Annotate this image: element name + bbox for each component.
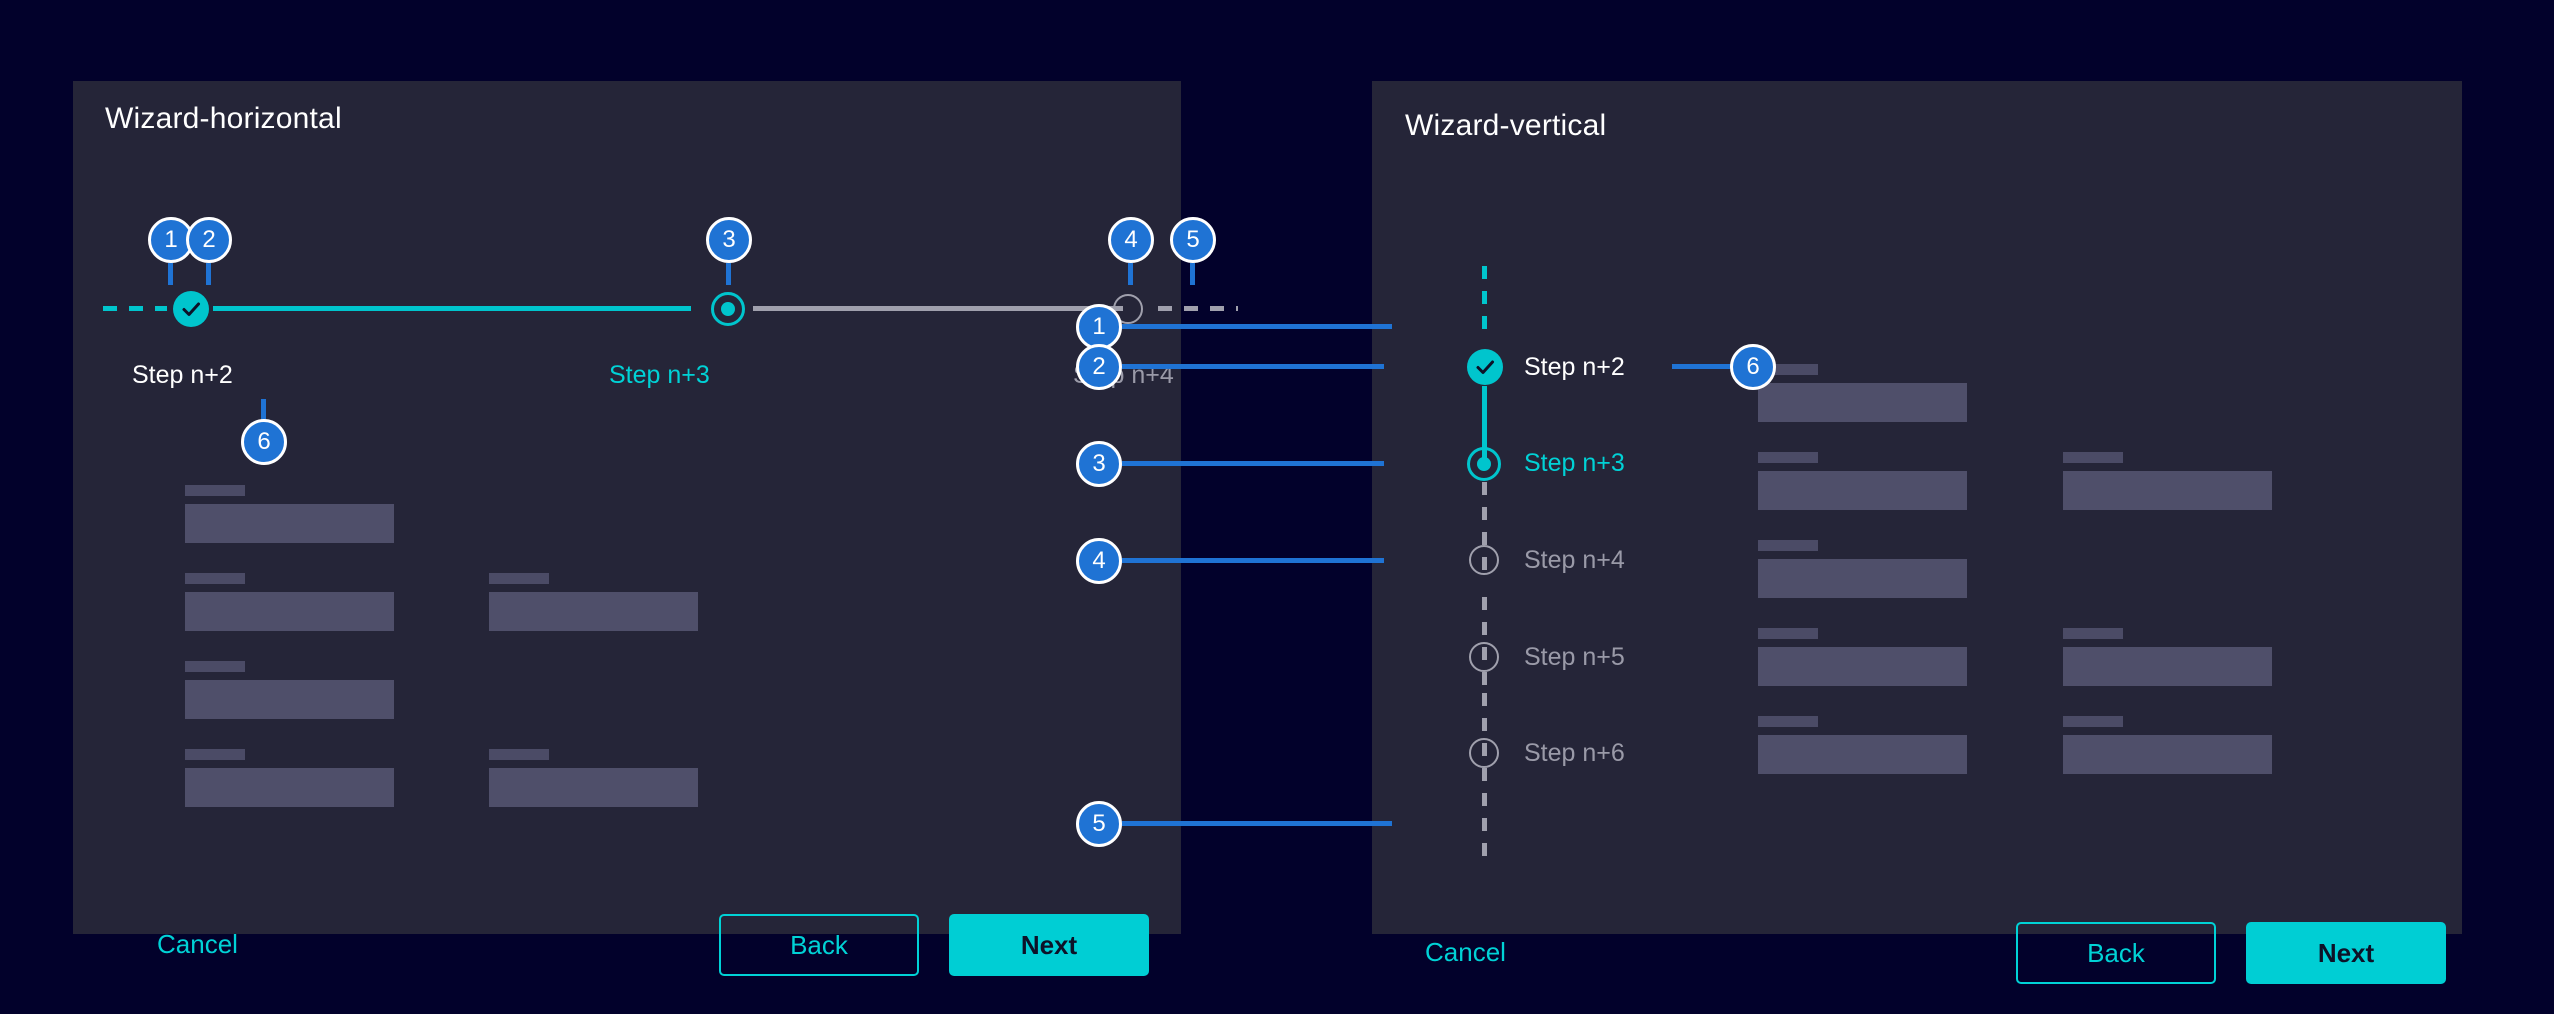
step-node-upcoming-1[interactable]: [1469, 545, 1499, 575]
field-label-skeleton: [1758, 364, 1818, 375]
field-input-skeleton[interactable]: [2063, 735, 2272, 774]
field-label-skeleton: [2063, 628, 2123, 639]
marker-stem-4: [1128, 263, 1133, 285]
field-input-skeleton[interactable]: [1758, 559, 1967, 598]
stepper-track-trail-dashed: [1158, 306, 1238, 311]
field-input-skeleton[interactable]: [2063, 647, 2272, 686]
field-input-skeleton[interactable]: [185, 504, 394, 543]
cancel-button[interactable]: Cancel: [157, 929, 238, 959]
step-label-4[interactable]: Step n+5: [1524, 643, 1625, 671]
field-label-skeleton: [1758, 540, 1818, 551]
callout-marker-3[interactable]: 3: [706, 217, 752, 263]
vertical-rail-trail-dashed: [1482, 793, 1487, 859]
stepper-track-completed: [213, 306, 691, 311]
field-label-skeleton: [489, 573, 549, 584]
step-node-upcoming-3[interactable]: [1469, 738, 1499, 768]
marker-stem-1: [168, 263, 173, 285]
field-label-skeleton: [185, 573, 245, 584]
field-label-skeleton: [185, 661, 245, 672]
marker-stem-2: [1122, 364, 1384, 369]
field-label-skeleton: [1758, 452, 1818, 463]
marker-stem-4: [1122, 558, 1384, 563]
step-node-complete[interactable]: [1467, 349, 1503, 385]
marker-stem-6: [261, 399, 266, 421]
back-button[interactable]: Back: [719, 914, 919, 976]
step-label-5[interactable]: Step n+6: [1524, 739, 1625, 767]
vertical-rail-upcoming-1: [1482, 482, 1487, 575]
field-input-skeleton[interactable]: [185, 592, 394, 631]
vertical-rail-completed: [1482, 386, 1487, 464]
field-label-skeleton: [2063, 716, 2123, 727]
field-input-skeleton[interactable]: [1758, 735, 1967, 774]
field-input-skeleton[interactable]: [1758, 647, 1967, 686]
field-label-skeleton: [1758, 628, 1818, 639]
field-input-skeleton[interactable]: [489, 592, 698, 631]
step-node-active-dot: [721, 302, 735, 316]
callout-marker-5[interactable]: 5: [1076, 801, 1122, 847]
callout-marker-2[interactable]: 2: [186, 217, 232, 263]
step-label-1[interactable]: Step n+2: [132, 361, 233, 389]
step-node-active[interactable]: [1467, 447, 1501, 481]
field-input-skeleton[interactable]: [1758, 471, 1967, 510]
back-button[interactable]: Back: [2016, 922, 2216, 984]
marker-stem-6: [1672, 364, 1734, 369]
wizard-vertical-card: Wizard-vertical Step n+2 Step n+3 Step n…: [1076, 81, 2462, 984]
step-node-active[interactable]: [711, 292, 745, 326]
callout-marker-4[interactable]: 4: [1076, 538, 1122, 584]
marker-stem-5: [1122, 821, 1392, 826]
field-label-skeleton: [185, 749, 245, 760]
callout-marker-6[interactable]: 6: [1730, 344, 1776, 390]
step-label-1[interactable]: Step n+2: [1524, 353, 1625, 381]
marker-stem-5: [1190, 263, 1195, 285]
marker-stem-3: [1122, 461, 1384, 466]
field-input-skeleton[interactable]: [2063, 471, 2272, 510]
cancel-button[interactable]: Cancel: [1425, 937, 1506, 967]
field-input-skeleton[interactable]: [185, 768, 394, 807]
step-label-2[interactable]: Step n+3: [609, 361, 710, 389]
callout-marker-5[interactable]: 5: [1170, 217, 1216, 263]
stepper-track-lead-dashed: [103, 306, 167, 311]
step-label-3[interactable]: Step n+4: [1524, 546, 1625, 574]
callout-marker-4[interactable]: 4: [1108, 217, 1154, 263]
callout-marker-3[interactable]: 3: [1076, 441, 1122, 487]
stepper-track-upcoming: [753, 306, 1123, 311]
field-label-skeleton: [2063, 452, 2123, 463]
field-label-skeleton: [489, 749, 549, 760]
field-input-skeleton[interactable]: [489, 768, 698, 807]
page-title: Wizard-vertical: [1405, 109, 1607, 142]
field-label-skeleton: [185, 485, 245, 496]
page-title: Wizard-horizontal: [105, 102, 342, 135]
step-node-complete[interactable]: [173, 291, 209, 327]
field-label-skeleton: [1758, 716, 1818, 727]
next-button[interactable]: Next: [2246, 922, 2446, 984]
horizontal-stepper: Step n+2 Step n+3 Step n+4 1 2 3 4 5 6: [73, 81, 1238, 465]
next-button[interactable]: Next: [949, 914, 1149, 976]
marker-stem-1: [1122, 324, 1392, 329]
vertical-rail-lead-dashed: [1482, 266, 1487, 332]
step-node-active-dot: [1477, 457, 1491, 471]
marker-stem-2: [206, 263, 211, 285]
callout-marker-2[interactable]: 2: [1076, 344, 1122, 390]
callout-marker-6[interactable]: 6: [241, 419, 287, 465]
marker-stem-3: [726, 263, 731, 285]
step-node-upcoming-2[interactable]: [1469, 642, 1499, 672]
field-input-skeleton[interactable]: [1758, 383, 1967, 422]
field-input-skeleton[interactable]: [185, 680, 394, 719]
wizard-horizontal-card: Wizard-horizontal Step n+2 Step n+3 Step…: [73, 81, 1238, 976]
step-label-2[interactable]: Step n+3: [1524, 449, 1625, 477]
